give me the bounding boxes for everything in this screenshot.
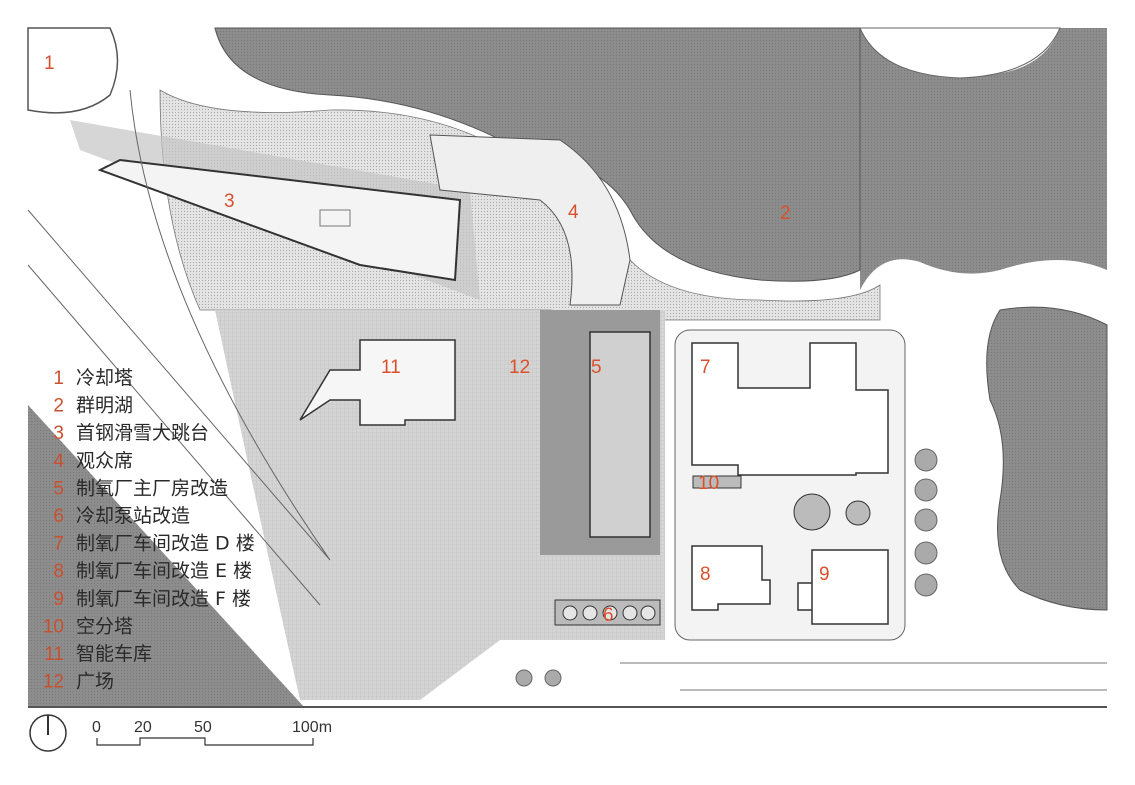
workshop-f <box>797 549 889 625</box>
legend-label: 群明湖 <box>76 395 133 417</box>
legend-number: 10 <box>43 616 64 637</box>
scale-tick-50: 50 <box>194 719 212 736</box>
legend-label: 制氧厂车间改造 E 楼 <box>76 560 252 582</box>
legend-number: 4 <box>53 451 64 472</box>
legend-number: 12 <box>43 672 64 693</box>
map-label-7: 7 <box>700 357 711 378</box>
legend-label: 制氧厂车间改造 F 楼 <box>76 588 251 610</box>
building-garage <box>299 339 456 426</box>
map-label-11: 11 <box>381 357 401 378</box>
legend-label: 制氧厂车间改造 D 楼 <box>76 533 255 555</box>
air-separation-tower <box>692 475 742 489</box>
scale-tick-100: 100m <box>292 719 332 736</box>
workshop-e <box>691 545 771 611</box>
legend: 1 冷却塔 2 群明湖 3 首钢滑雪大跳台 4 观众席 5 制氧厂主厂房改造 6 冷却泵站改造 7 制氧厂… <box>43 367 255 693</box>
legend-number: 1 <box>53 368 64 389</box>
legend-number: 8 <box>53 561 64 582</box>
lake-east <box>986 306 1108 611</box>
legend-number: 5 <box>53 478 64 499</box>
gray-triangle <box>28 405 305 708</box>
legend-number: 6 <box>53 506 64 527</box>
legend-number: 7 <box>53 534 64 555</box>
legend-number: 2 <box>53 396 64 417</box>
legend-label: 冷却塔 <box>76 367 133 389</box>
legend-label: 首钢滑雪大跳台 <box>76 422 209 444</box>
legend-number: 3 <box>53 423 64 444</box>
map-label-12: 12 <box>509 357 530 378</box>
legend-label: 观众席 <box>76 450 133 472</box>
scale-tick-0: 0 <box>92 719 101 736</box>
legend-label: 智能车库 <box>76 643 152 665</box>
map-label-5: 5 <box>591 357 602 378</box>
map-label-3: 3 <box>224 191 235 212</box>
map-label-1: 1 <box>44 53 55 74</box>
lake-qunming <box>215 28 1107 290</box>
map-label-9: 9 <box>819 564 830 585</box>
scale-tick-20: 20 <box>134 719 152 736</box>
scale-bar: 0 20 50 100m <box>92 719 332 746</box>
legend-label: 冷却泵站改造 <box>76 505 190 527</box>
ski-jump <box>97 158 462 282</box>
workshop-d <box>691 342 889 476</box>
legend-number: 11 <box>44 644 64 665</box>
legend-number: 9 <box>53 589 64 610</box>
map-label-2: 2 <box>780 203 791 224</box>
map-label-4: 4 <box>568 202 579 223</box>
map-label-8: 8 <box>700 564 711 585</box>
building-main-hall <box>589 331 651 538</box>
map-label-10: 10 <box>698 473 719 494</box>
legend-label: 广场 <box>76 671 114 693</box>
spectator-stands <box>429 134 631 306</box>
legend-label: 空分塔 <box>76 615 133 637</box>
legend-label: 制氧厂主厂房改造 <box>76 477 228 499</box>
map-label-6: 6 <box>603 605 614 626</box>
cooling-tower <box>27 27 119 114</box>
north-building <box>859 27 1061 79</box>
